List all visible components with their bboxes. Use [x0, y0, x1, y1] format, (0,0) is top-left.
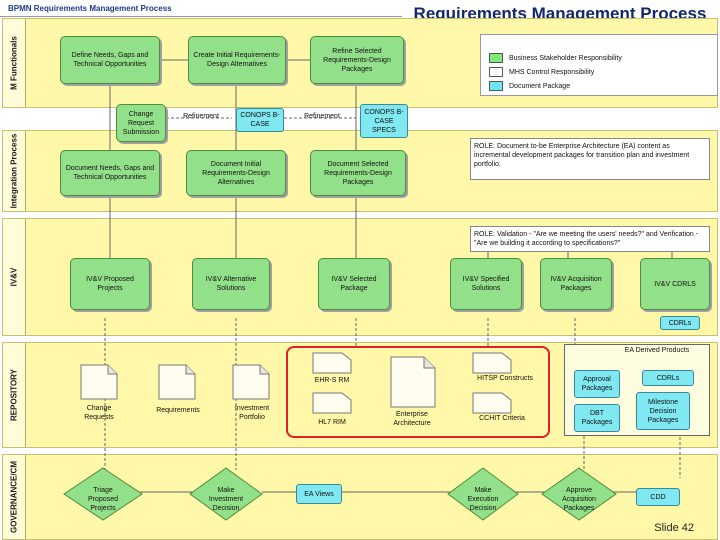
legend-item-mhs: MHS Control Responsibility	[489, 67, 594, 77]
acquisition-diamond-shape	[541, 467, 617, 521]
enterprise-architecture-doc-icon	[390, 356, 436, 408]
legend-box: Business Stakeholder Responsibility MHS …	[480, 34, 718, 96]
refine-selected-task[interactable]: Refine Selected Requirements-Design Pack…	[310, 36, 404, 84]
ea-views-doc[interactable]: EA Views	[296, 484, 342, 504]
cchit-label: CCHIT Criteria	[479, 415, 525, 422]
ea-derived-label: EA Derived Products	[624, 347, 690, 354]
hl7-rim-label: HL7 RIM	[318, 419, 346, 426]
ivv-acquisition-task[interactable]: IV&V Acquisition Packages	[540, 258, 612, 310]
make-execution-decision[interactable]: Make Execution Decision	[467, 487, 499, 512]
cdrls-repo-doc[interactable]: CDRLs	[642, 370, 694, 386]
ivv-role-note: ROLE: Validation - "Are we meeting the u…	[470, 226, 710, 252]
ivv-alternative-task[interactable]: IV&V Alternative Solutions	[192, 258, 270, 310]
investment-portfolio-doc-icon	[232, 364, 270, 400]
approval-packages-doc[interactable]: Approval Packages	[574, 370, 620, 398]
requirements-label: Requirements	[156, 407, 200, 414]
change-requests-label: Change Requests	[84, 405, 114, 421]
requirements-doc-icon	[158, 364, 196, 400]
execution-diamond-shape	[447, 467, 519, 521]
header-divider	[0, 16, 402, 17]
change-request-task[interactable]: Change Request Submission	[116, 104, 166, 142]
lane-label-repository: REPOSITORY	[3, 343, 26, 447]
legend-item-business: Business Stakeholder Responsibility	[489, 53, 622, 63]
dbt-packages-doc[interactable]: DBT Packages	[574, 404, 620, 432]
cchit-doc-icon	[472, 392, 512, 414]
investment-diamond-shape	[189, 467, 263, 521]
hl7-rim-doc-icon	[312, 392, 352, 414]
triage-diamond-shape	[63, 467, 143, 521]
milestone-decision-doc[interactable]: Milestone Decision Packages	[636, 392, 690, 430]
ivv-selected-task[interactable]: IV&V Selected Package	[318, 258, 390, 310]
highlight-frame	[286, 346, 550, 438]
triage-decision[interactable]: Triage Proposed Projects	[88, 487, 118, 512]
document-selected-task[interactable]: Document Selected Requirements-Design Pa…	[310, 150, 406, 196]
make-investment-decision[interactable]: Make Investment Decision	[208, 487, 244, 512]
define-needs-task[interactable]: Define Needs, Gaps and Technical Opportu…	[60, 36, 160, 84]
document-needs-task[interactable]: Document Needs, Gaps and Technical Oppor…	[60, 150, 160, 196]
lane-label-governance: GOVERNANCE/CM	[3, 455, 26, 539]
ehr-s-rm-doc-icon	[312, 352, 352, 374]
lane-label-ivv: IV&V	[3, 219, 26, 335]
lane-label-functionals: M Functionals	[3, 19, 26, 107]
document-initial-task[interactable]: Document Initial Requirements-Design Alt…	[186, 150, 286, 196]
lane-label-integration: Integration Process	[3, 131, 26, 211]
ivv-cdrls-task[interactable]: IV&V CDRLS	[640, 258, 710, 310]
legend-swatch-white	[489, 67, 503, 77]
ivv-specified-task[interactable]: IV&V Specified Solutions	[450, 258, 522, 310]
refinement-label-1: Refinement	[183, 113, 219, 120]
legend-swatch-green	[489, 53, 503, 63]
cdd-doc[interactable]: CDD	[636, 488, 680, 506]
ivv-cdrls-doc[interactable]: CDRLs	[660, 316, 700, 330]
ehr-s-rm-label: EHR-S RM	[314, 377, 350, 384]
enterprise-architecture-label: Enterprise Architecture	[393, 411, 431, 427]
hitsp-doc-icon	[472, 352, 512, 374]
conops-bcase-specs-doc[interactable]: CONOPS B-CASE SPECS	[360, 104, 408, 138]
investment-portfolio-label: Investment Portfolio	[234, 405, 270, 421]
create-initial-task[interactable]: Create Initial Requirements-Design Alter…	[188, 36, 286, 84]
change-requests-doc-icon	[80, 364, 118, 400]
conops-bcase-doc[interactable]: CONOPS B-CASE	[236, 108, 284, 132]
legend-item-document: Document Package	[489, 81, 570, 91]
approve-acquisition-decision[interactable]: Approve Acquisition Packages	[562, 487, 596, 512]
ivv-proposed-task[interactable]: IV&V Proposed Projects	[70, 258, 150, 310]
refinement-label-2: Refinement	[304, 113, 340, 120]
slide-number: Slide 42	[654, 522, 694, 534]
process-title: BPMN Requirements Management Process	[8, 4, 172, 13]
integration-role-note: ROLE: Document to-be Enterprise Architec…	[470, 138, 710, 180]
hitsp-label: HITSP Constructs	[477, 375, 533, 382]
legend-swatch-cyan	[489, 81, 503, 91]
